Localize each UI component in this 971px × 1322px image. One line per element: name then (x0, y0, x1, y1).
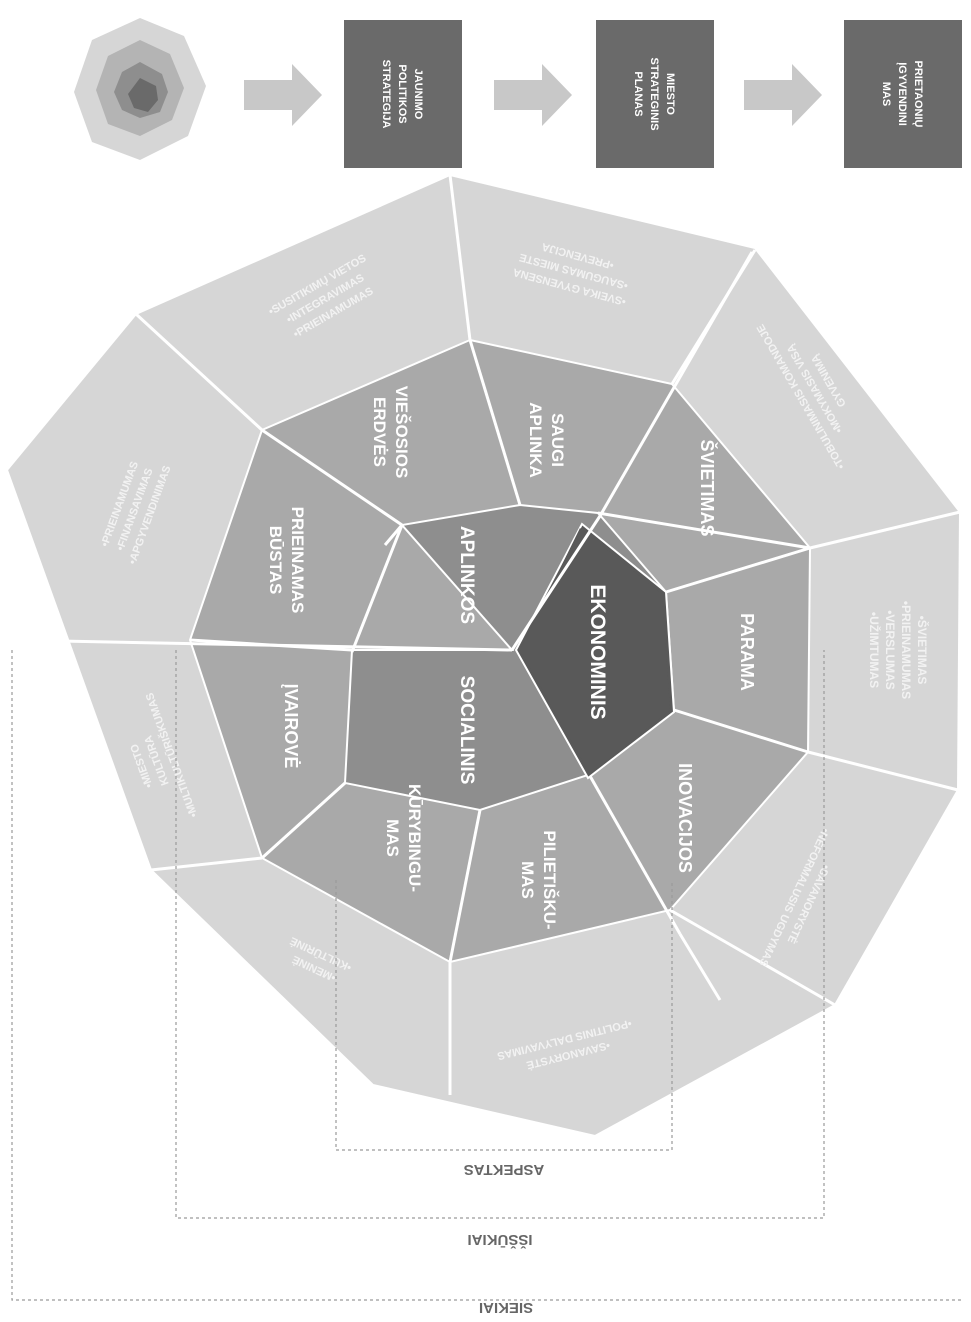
bracket-label-siekiai: SIEKIAI (479, 1299, 533, 1316)
flow-arrow-3 (744, 64, 822, 126)
bracket-issukiai (175, 650, 825, 1219)
mini-diagram-icon (74, 18, 206, 160)
flow-box-1: JAUNIMO POLITIKOS STRATEGIJA (344, 20, 462, 168)
flow-box-1-line-3: STRATEGIJA (380, 60, 392, 129)
sector-label-parama: PARAMA (737, 613, 757, 691)
brackets (11, 650, 962, 1301)
flow-box-1-line-1: JAUNIMO (412, 69, 424, 120)
flow-box-2: MIESTO STRATEGINIS PLANAS (596, 20, 714, 168)
aspect-label-socialinis: SOCIALINIS (456, 676, 477, 785)
core-center (520, 528, 670, 774)
sector-label-pilietiskumas-1: PILIETIŠKU- (540, 830, 559, 929)
sector-label-kurybingumas-1: KŪRYBINGU- (405, 784, 424, 892)
flow-box-2-line-3: PLANAS (632, 71, 644, 116)
bracket-siekiai (11, 650, 962, 1301)
sector-label-saugi-aplinka-2: APLINKA (526, 402, 545, 478)
sector-label-kurybingumas-2: MAS (383, 819, 402, 857)
bracket-label-aspektas: ASPEKTAS (464, 1161, 545, 1178)
sector-label-prieinamas-bustas-1: PRIEINAMAS (288, 507, 307, 614)
flow-box-2-line-1: MIESTO (664, 73, 676, 115)
flow-box-3-line-1: PRIETAONIŲ (912, 60, 924, 127)
outer-text-parama-3: •VERSLUMAS (883, 610, 897, 690)
sector-label-prieinamas-bustas-2: BŪSTAS (266, 526, 285, 595)
outer-text-parama-2: •PRIEINAMUMAS (899, 601, 913, 699)
flow-box-3-line-3: MAS (880, 82, 892, 106)
core-label: EKONOMINIS (586, 584, 609, 719)
aspect-label-aplinkos: APLINKOS (456, 526, 477, 624)
flow-box-1-line-2: POLITIKOS (396, 64, 408, 123)
divider-lines (9, 174, 961, 1095)
sector-label-svietimas: ŠVIETIMAS (697, 439, 718, 536)
flow-arrow-1 (244, 64, 322, 126)
flow-arrow-2 (494, 64, 572, 126)
nonagon-diagram: EKONOMINIS SOCIALINIS APLINKOS ŠVIETIMAS… (5, 173, 962, 1138)
outer-text-parama-1: •ŠVIETIMAS (915, 616, 930, 685)
outer-text-parama-4: •UŽIMTUMAS (867, 612, 882, 688)
sector-label-ivairove: ĮVAIROVĖ (281, 684, 301, 769)
sector-label-viesosios-erdves-2: ERDVĖS (370, 397, 389, 467)
sector-label-saugi-aplinka-1: SAUGI (548, 413, 567, 467)
bracket-aspektas (335, 880, 673, 1151)
sector-label-viesosios-erdves-1: VIEŠOSIOS (392, 386, 411, 479)
flow-box-3: PRIETAONIŲ ĮGYVENDINI MAS (844, 20, 962, 168)
flow-row: JAUNIMO POLITIKOS STRATEGIJA MIESTO STRA… (74, 18, 962, 168)
sector-label-pilietiskumas-2: MAS (518, 861, 537, 899)
bracket-label-issukiai: IŠŠŪKIAI (467, 1231, 532, 1249)
flow-box-2-line-2: STRATEGINIS (648, 57, 660, 130)
sector-label-inovacijos: INOVACIJOS (675, 763, 695, 873)
flow-box-3-line-2: ĮGYVENDINI (896, 62, 908, 126)
